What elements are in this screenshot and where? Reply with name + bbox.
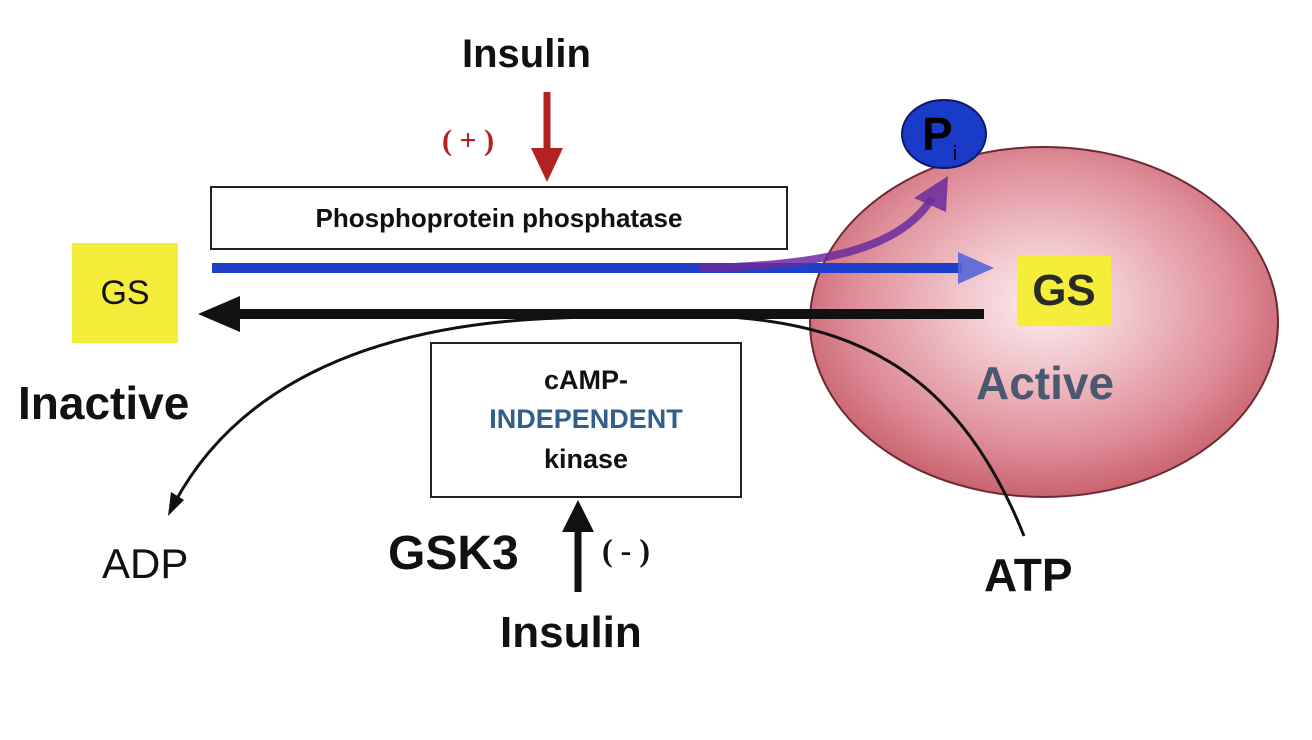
active-label: Active	[976, 357, 1115, 409]
phosphatase-arrow-head	[958, 252, 994, 284]
atp-adp-curve	[172, 313, 1026, 537]
insulin-top-arrow-head	[531, 148, 563, 182]
pi-release-arrow	[699, 195, 936, 272]
pi-circle	[901, 99, 987, 169]
kinase-line-2: INDEPENDENT	[489, 404, 683, 435]
insulin-bottom-inhibits: ( - )	[602, 532, 650, 568]
kinase-line-1: cAMP-	[543, 365, 628, 396]
insulin-top-label: Insulin	[462, 32, 591, 76]
kinase-line-3: kinase	[543, 443, 629, 474]
phosphatase-box: Phosphoprotein phosphatase	[210, 186, 788, 250]
gs-active-label: GS	[1032, 266, 1096, 315]
pi-subscript: i	[952, 143, 958, 166]
gs-inactive-label: GS	[100, 273, 150, 312]
phosphatase-label: Phosphoprotein phosphatase	[315, 202, 683, 233]
kinase-box: cAMP- INDEPENDENT kinase	[430, 342, 742, 498]
adp-label: ADP	[102, 540, 189, 587]
insulin-bottom-label: Insulin	[500, 608, 642, 657]
insulin-top-stimulates: ( + )	[442, 124, 495, 157]
adp-arrow-head	[168, 492, 184, 516]
inactive-label: Inactive	[18, 377, 190, 429]
gs-inactive-highlight: GS	[72, 243, 178, 343]
atp-label: ATP	[984, 549, 1073, 601]
kinase-arrow-head	[198, 296, 240, 332]
gsk3-arrow-head	[562, 500, 594, 532]
pi-letter: P	[922, 108, 953, 160]
pi-release-arrow-head	[914, 176, 948, 212]
gs-active-highlight: GS	[1017, 256, 1111, 326]
pi-label: Pi	[922, 107, 957, 166]
gsk3-label: GSK3	[388, 527, 519, 580]
